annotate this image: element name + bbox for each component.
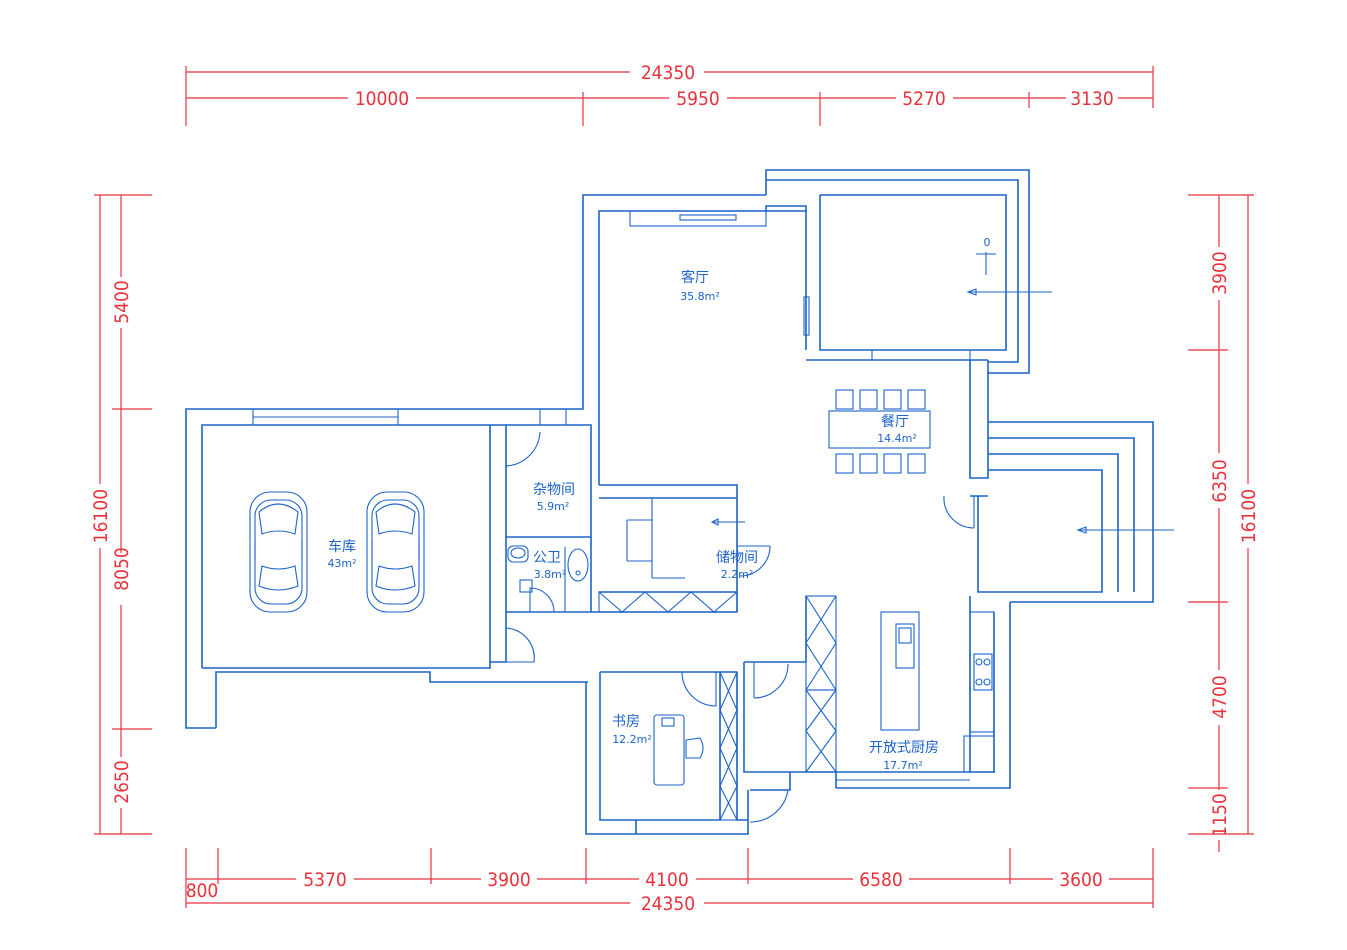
- dining-chair: [883, 453, 902, 474]
- room-labels: 客厅 35.8m² 餐厅 14.4m² 车库 43m² 杂物间 5.9m² 公卫…: [327, 269, 939, 772]
- door-swing: [753, 663, 789, 699]
- living-room-area: 35.8m²: [680, 290, 720, 303]
- garage-inner-wall: [201, 424, 490, 668]
- right-dim-3: 4700: [1209, 675, 1231, 719]
- bathroom-area: 3.8m²: [534, 568, 567, 581]
- stove-icon: [973, 653, 993, 691]
- fridge-icon: [963, 735, 995, 773]
- left-dimensions: 16100 5400 8050 2650: [90, 194, 152, 835]
- door-swing: [505, 430, 541, 467]
- storage-room-area: 2.2m²: [721, 568, 754, 581]
- right-total-dimension: 16100: [1238, 489, 1260, 543]
- utility-room-area: 5.9m²: [537, 500, 570, 513]
- dining-chair: [835, 453, 854, 474]
- toilet-icon: [507, 545, 529, 563]
- dining-chair: [907, 453, 926, 474]
- door-swing: [739, 545, 771, 577]
- living-room-name: 客厅: [681, 269, 709, 286]
- top-dim-3: 5270: [902, 88, 946, 110]
- sink-icon: [895, 623, 915, 669]
- door-swing: [681, 671, 717, 707]
- garage-area: 43m²: [327, 557, 356, 570]
- cabinets: [598, 591, 995, 821]
- elevation-marker: 0: [984, 236, 991, 249]
- dining-set: [828, 389, 931, 474]
- door-swing: [749, 789, 789, 823]
- car-icon: [249, 491, 308, 613]
- garage-name: 车库: [328, 538, 356, 555]
- dining-room-area: 14.4m²: [877, 432, 917, 445]
- right-dimensions: 16100 3900 6350 4700 1150: [1188, 194, 1260, 852]
- dining-chair: [907, 389, 926, 410]
- markers: 0: [710, 236, 1174, 534]
- dining-chair: [835, 389, 854, 410]
- storage-room-name: 储物间: [716, 550, 758, 566]
- bottom-dimensions: 800 5370 3900 4100 6580 3600 24350: [185, 848, 1154, 915]
- bottom-dim-2: 5370: [303, 869, 347, 891]
- left-dim-3: 2650: [111, 760, 133, 804]
- top-dim-1: 10000: [355, 88, 409, 110]
- kitchen-area: 17.7m²: [883, 759, 923, 772]
- top-total-dimension: 24350: [641, 62, 695, 84]
- fixtures: [507, 545, 704, 786]
- right-dim-1: 3900: [1209, 251, 1231, 295]
- dining-chair: [883, 389, 902, 410]
- left-dim-1: 5400: [111, 280, 133, 324]
- washbasin-icon: [567, 548, 589, 582]
- right-dim-4: 1150: [1209, 793, 1231, 837]
- top-dim-4: 3130: [1070, 88, 1114, 110]
- door-swing: [943, 495, 975, 529]
- bottom-dim-6: 3600: [1059, 869, 1103, 891]
- dining-chair: [859, 389, 878, 410]
- dining-room-name: 餐厅: [881, 414, 909, 430]
- bottom-dim-5: 6580: [859, 869, 903, 891]
- door-swing: [529, 587, 555, 613]
- dining-table: [828, 410, 931, 449]
- kitchen-island: [880, 611, 920, 731]
- top-dim-2: 5950: [676, 88, 720, 110]
- right-dim-2: 6350: [1209, 459, 1231, 503]
- door-swing: [505, 627, 535, 663]
- doors: [505, 430, 975, 823]
- study-room-name: 书房: [612, 714, 640, 730]
- walls: [185, 169, 1154, 835]
- bottom-dim-4: 4100: [645, 869, 689, 891]
- dining-chair: [859, 453, 878, 474]
- garage-outer-wall: [185, 408, 565, 729]
- bottom-total-dimension: 24350: [641, 893, 695, 915]
- bottom-dim-3: 3900: [487, 869, 531, 891]
- garage-cars: [249, 491, 425, 613]
- desk-icon: [653, 714, 704, 786]
- top-dimensions: 24350 10000 5950 5270 3130: [185, 62, 1154, 126]
- study-room-area: 12.2m²: [612, 733, 652, 746]
- utility-room-name: 杂物间: [533, 482, 575, 498]
- left-dim-2: 8050: [111, 547, 133, 591]
- kitchen-name: 开放式厨房: [869, 740, 939, 756]
- bottom-dim-1: 800: [186, 880, 219, 902]
- bathroom-name: 公卫: [533, 550, 561, 566]
- car-icon: [366, 491, 425, 613]
- left-total-dimension: 16100: [90, 489, 112, 543]
